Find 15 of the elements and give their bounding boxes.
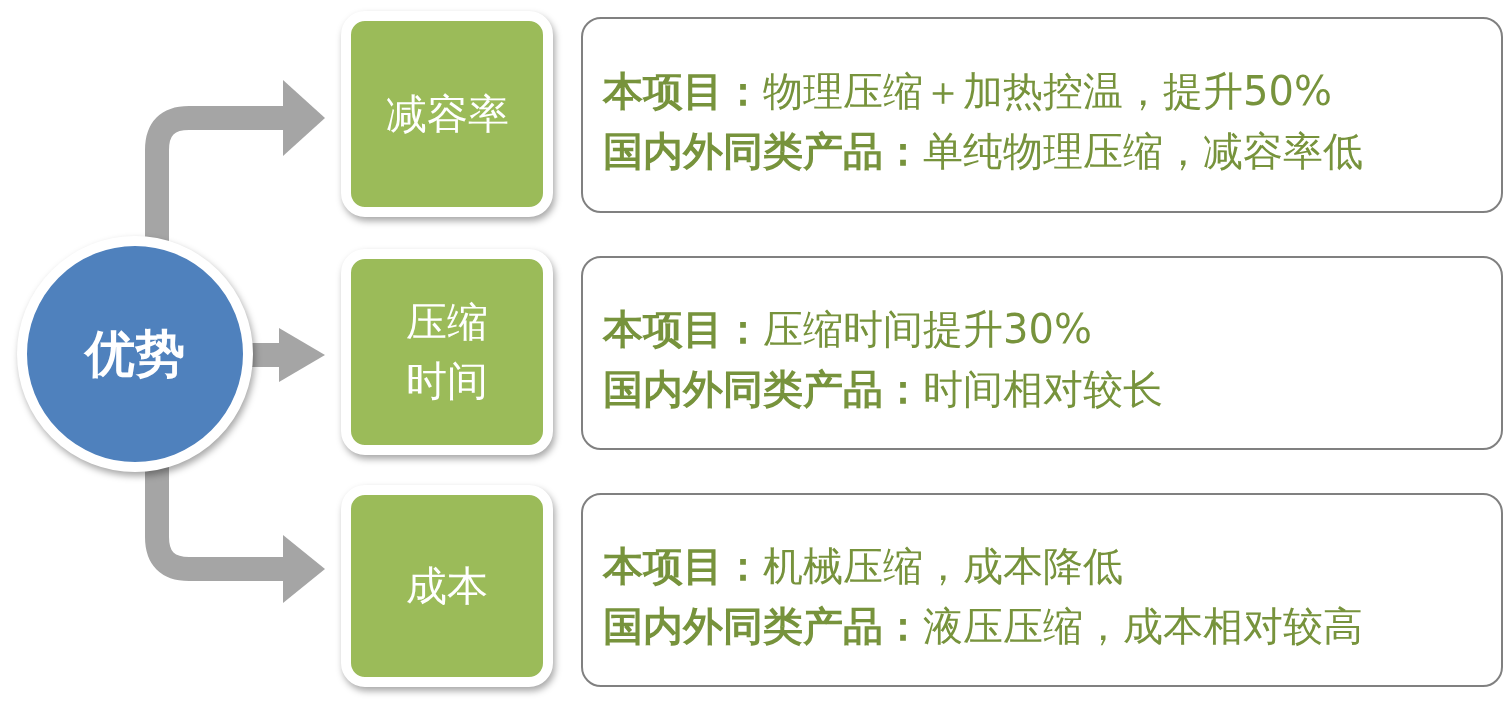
- comparison-text: 国内外同类产品：时间相对较长: [603, 365, 1163, 414]
- topic-label: 优势: [85, 324, 185, 384]
- category-label: 成本: [406, 560, 488, 612]
- comparison-text: 国内外同类产品：单纯物理压缩，减容率低: [603, 127, 1363, 176]
- comparison-text: 国内外同类产品：液压压缩，成本相对较高: [603, 602, 1363, 651]
- comparison-text: 本项目：机械压缩，成本降低: [603, 542, 1123, 591]
- category-label: 压缩时间: [405, 297, 489, 407]
- comparison-text: 本项目：压缩时间提升30%: [603, 305, 1092, 354]
- arrow: [145, 80, 325, 242]
- comparison-box: [581, 17, 1503, 213]
- category-label: 减容率: [385, 88, 509, 140]
- comparison-box: [581, 493, 1503, 687]
- comparison-text: 本项目：物理压缩＋加热控温，提升50%: [603, 67, 1332, 116]
- arrow: [250, 328, 325, 382]
- comparison-box: [581, 256, 1503, 450]
